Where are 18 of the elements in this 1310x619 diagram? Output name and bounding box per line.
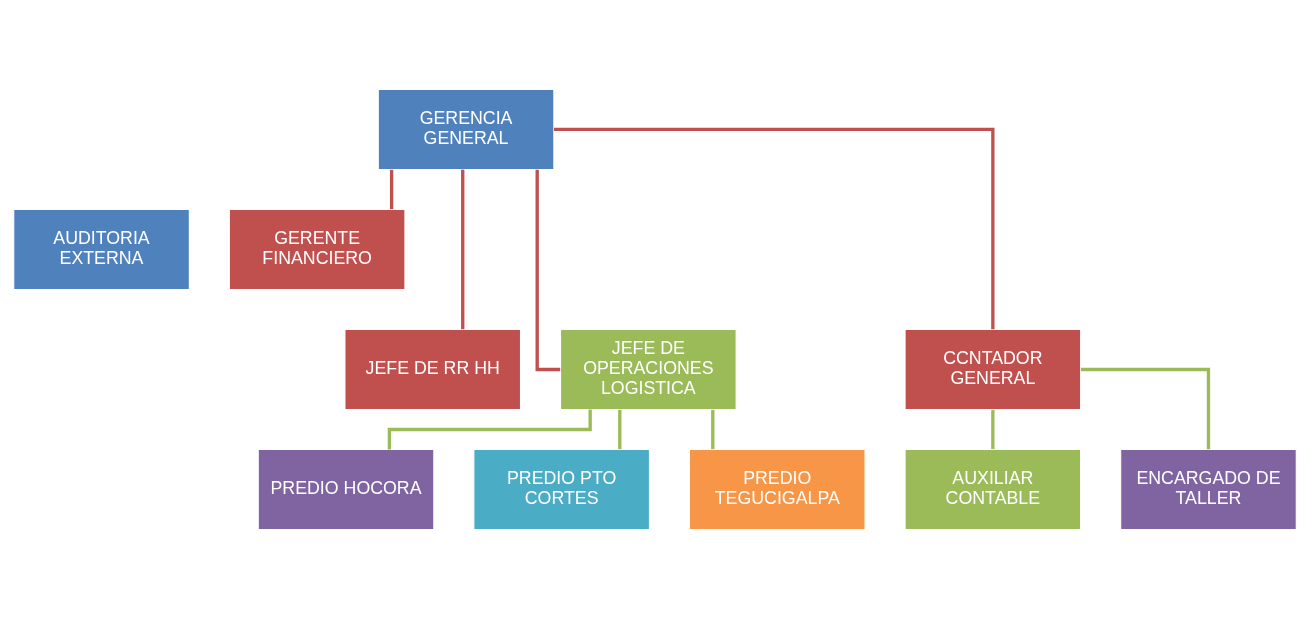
connector [389, 169, 394, 210]
node-box: GERENCIA GENERAL [377, 88, 555, 171]
connector [1080, 367, 1211, 450]
node-box: JEFE DE OPERACIONES LOGISTICA [559, 328, 737, 411]
node-box: JEFE DE RR HH [344, 328, 522, 411]
connector [991, 409, 995, 450]
connector [711, 409, 715, 450]
node-box: AUXILIAR CONTABLE [904, 448, 1082, 531]
node-box: PREDIO TEGUCIGALPA [688, 448, 866, 531]
connector [461, 169, 465, 330]
node-box: AUDITORIA EXTERNA [13, 208, 190, 291]
connector [618, 409, 622, 450]
node-box: GERENTE FINANCIERO [228, 208, 406, 291]
connector [553, 127, 995, 330]
node-box: PREDIO HOCORA [257, 448, 435, 531]
node-box: ENCARGADO DE TALLER [1120, 448, 1297, 531]
node-box: PREDIO PTO CORTES [473, 448, 650, 531]
node-box: CCNTADOR GENERAL [904, 328, 1082, 411]
